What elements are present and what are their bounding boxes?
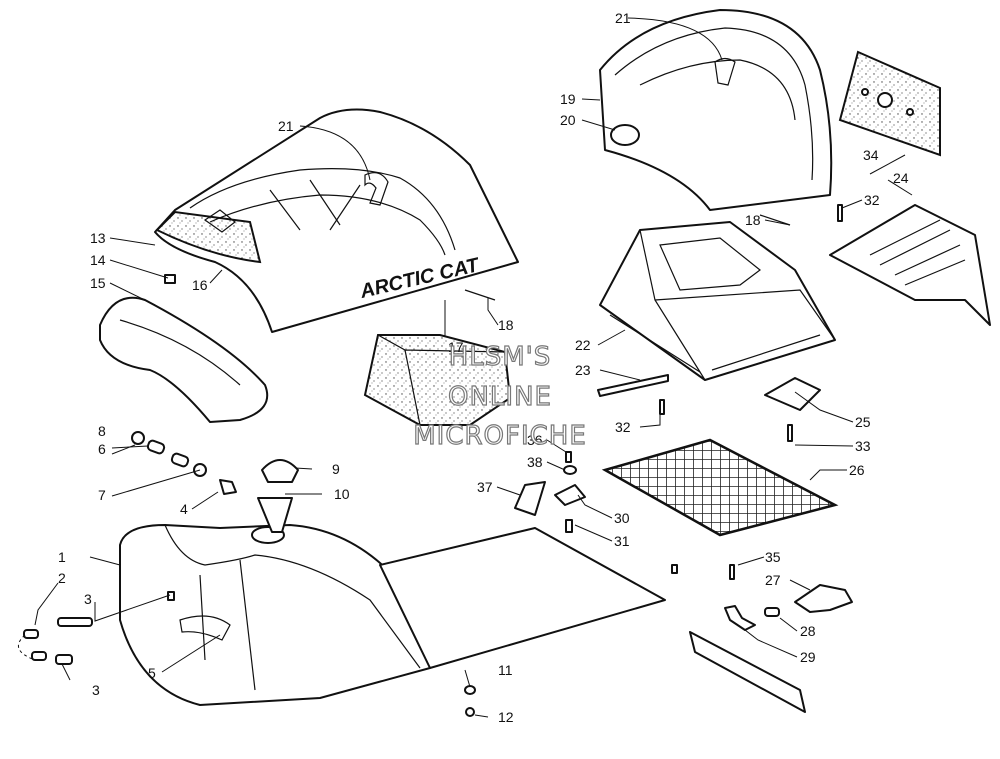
callout-34: 34 xyxy=(863,147,879,163)
callout-25: 25 xyxy=(855,414,871,430)
callout-5: 5 xyxy=(148,665,156,681)
watermark-line-1: HLSM'S xyxy=(449,342,552,372)
seat-trim-panel xyxy=(99,296,269,423)
callout-17: 17 xyxy=(448,339,464,355)
callout-3: 3 xyxy=(84,591,92,607)
fuel-gauge-sender xyxy=(257,497,293,533)
callout-12: 12 xyxy=(498,709,514,725)
seat-assembly: ARCTIC CAT xyxy=(154,108,519,333)
callout-19: 19 xyxy=(560,91,576,107)
fuel-cap xyxy=(261,459,299,483)
callout-15: 15 xyxy=(90,275,106,291)
callout-8: 8 xyxy=(98,423,106,439)
backrest-bracket xyxy=(829,204,991,326)
callout-38: 38 xyxy=(527,454,543,470)
callout-31: 31 xyxy=(614,533,630,549)
rear-seat-cowl xyxy=(599,9,833,226)
callout-26: 26 xyxy=(849,462,865,478)
callout-6: 6 xyxy=(98,441,106,457)
callout-36: 36 xyxy=(527,432,543,448)
callout-20: 20 xyxy=(560,112,576,128)
callout-21: 21 xyxy=(278,118,294,134)
storage-box xyxy=(599,221,836,381)
watermark: HLSM'S ONLINE MICROFICHE xyxy=(413,341,587,451)
callout-7: 7 xyxy=(98,487,106,503)
callout-30: 30 xyxy=(614,510,630,526)
callout-35: 35 xyxy=(765,549,781,565)
callout-9: 9 xyxy=(332,461,340,477)
callout-14: 14 xyxy=(90,252,106,268)
callout-28: 28 xyxy=(800,623,816,639)
callout-11: 11 xyxy=(498,662,513,678)
callout-27: 27 xyxy=(765,572,781,588)
fuel-tank xyxy=(119,459,431,706)
callout-33: 33 xyxy=(855,438,871,454)
callout-18: 18 xyxy=(745,212,761,228)
callout-4: 4 xyxy=(180,501,188,517)
callout-22: 22 xyxy=(575,337,591,353)
mesh-mat xyxy=(601,438,839,537)
callout-32: 32 xyxy=(864,192,880,208)
seat-front-panel xyxy=(155,210,262,264)
tank-handle xyxy=(179,615,231,641)
seat-foam-block xyxy=(363,334,512,426)
foam-pad xyxy=(838,50,941,157)
leader-lines xyxy=(34,17,913,718)
callout-18: 18 xyxy=(498,317,514,333)
callout-2: 2 xyxy=(58,570,66,586)
callout-10: 10 xyxy=(334,486,350,502)
watermark-line-3: MICROFICHE xyxy=(413,421,587,451)
callout-37: 37 xyxy=(477,479,493,495)
callout-21: 21 xyxy=(615,10,631,26)
callout-1: 1 xyxy=(58,549,66,565)
callout-29: 29 xyxy=(800,649,816,665)
callout-16: 16 xyxy=(192,277,208,293)
callout-13: 13 xyxy=(90,230,106,246)
rear-cowl-plug xyxy=(610,124,640,146)
callout-32: 32 xyxy=(615,419,631,435)
watermark-line-2: ONLINE xyxy=(448,382,552,412)
small-hardware xyxy=(17,204,853,717)
callout-3: 3 xyxy=(92,682,100,698)
callout-23: 23 xyxy=(575,362,591,378)
callout-24: 24 xyxy=(893,170,909,186)
callout-numbers: 1 2 3 3 4 5 6 7 8 9 10 11 12 13 14 15 16… xyxy=(58,10,909,725)
snowflake-icon xyxy=(203,209,236,233)
tunnel-floor-plate xyxy=(379,527,666,669)
